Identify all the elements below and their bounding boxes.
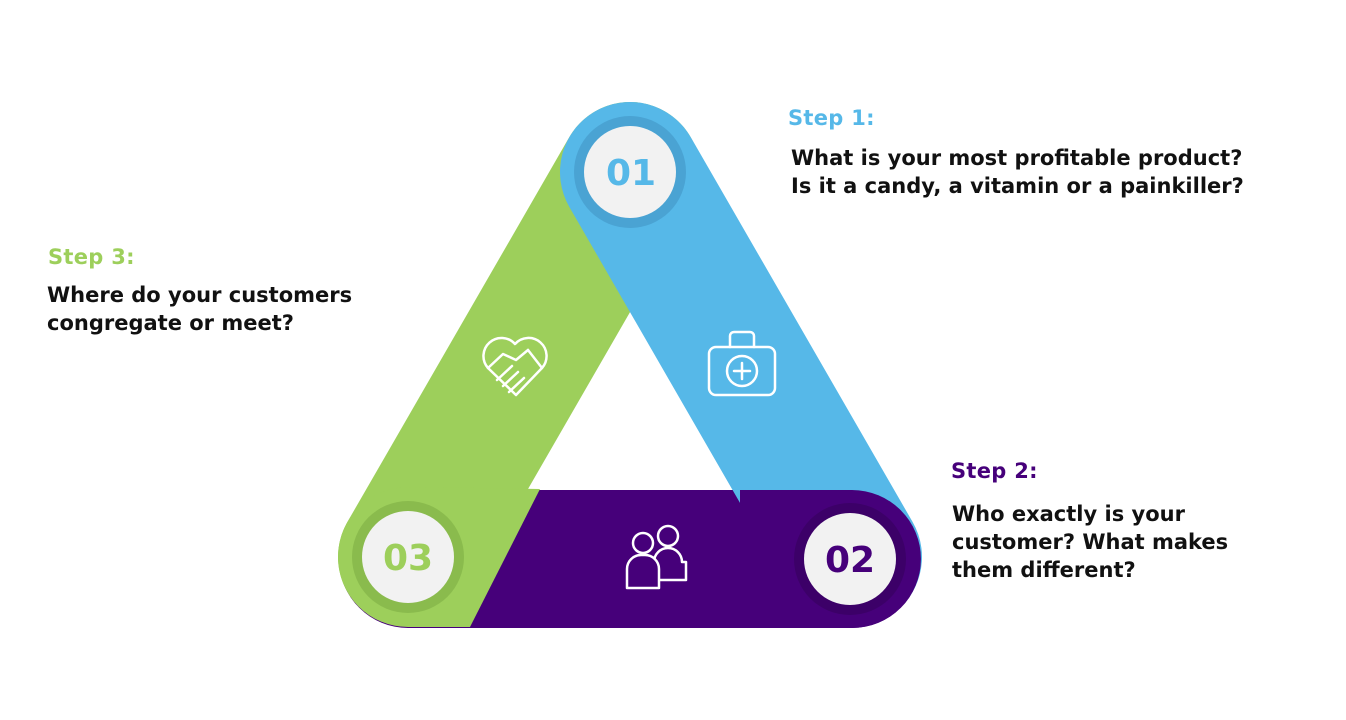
step3-description: Where do your customers congregate or me… (47, 283, 353, 335)
step2-description: Who exactly is your customer? What makes… (952, 502, 1229, 582)
step2-number-badge: 02 (794, 503, 906, 615)
step3-label: Step 3: (48, 245, 135, 269)
step1-description: What is your most profitable product? Is… (791, 146, 1244, 198)
heart-handshake-icon (482, 336, 548, 397)
step1-number: 01 (606, 153, 656, 194)
step3-number: 03 (383, 538, 433, 579)
medical-kit-icon (707, 330, 777, 397)
step1-label: Step 1: (788, 106, 875, 130)
step1-number-badge: 01 (574, 116, 686, 228)
step2-number: 02 (825, 540, 875, 581)
people-icon (625, 524, 688, 590)
step3-number-badge: 03 (352, 501, 464, 613)
step2-label: Step 2: (951, 459, 1038, 483)
